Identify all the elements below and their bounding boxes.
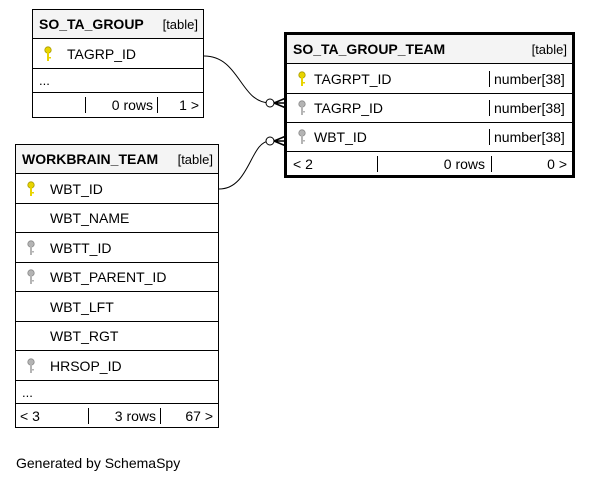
generated-by-credit: Generated by SchemaSpy: [16, 455, 181, 471]
column-name: HRSOP_ID: [50, 357, 122, 374]
column-name: WBT_RGT: [50, 328, 119, 344]
table-so-ta-group[interactable]: SO_TA_GROUP [table] TAGRP_ID ... 0 rows …: [32, 9, 204, 118]
column-row[interactable]: WBT_ID: [16, 174, 218, 204]
ellipsis: ...: [39, 73, 50, 88]
column-name: WBT_ID: [50, 180, 103, 197]
primary-key-icon: [27, 180, 35, 196]
foreign-key-icon: [27, 357, 35, 373]
relation-tagrp-to-team: [203, 55, 271, 104]
column-row[interactable]: TAGRPT_ID number[38]: [287, 64, 572, 94]
table-kind: [table]: [162, 16, 198, 32]
column-row[interactable]: WBT_RGT: [16, 322, 218, 351]
column-type: number[38]: [494, 70, 565, 87]
ellipsis: ...: [22, 384, 33, 400]
table-footer: 0 rows 1 >: [33, 93, 203, 117]
more-columns: ...: [33, 69, 203, 93]
foreign-key-icon: [27, 239, 35, 255]
table-name: WORKBRAIN_TEAM: [22, 151, 159, 167]
primary-key-icon: [44, 45, 52, 61]
table-footer: < 2 0 rows 0 >: [287, 152, 572, 175]
foreign-key-icon: [298, 100, 306, 115]
primary-key-icon: [298, 70, 306, 86]
column-row[interactable]: TAGRP_ID number[38]: [287, 94, 572, 123]
column-row[interactable]: HRSOP_ID: [16, 351, 218, 381]
column-row[interactable]: WBTT_ID: [16, 233, 218, 263]
zero-many-marker-tagrp: [265, 98, 275, 108]
foreign-key-icon: [27, 269, 35, 284]
column-type: number[38]: [494, 100, 565, 116]
table-workbrain-team[interactable]: WORKBRAIN_TEAM [table] WBT_ID WBT_NAME W…: [15, 144, 219, 428]
table-kind: [table]: [177, 151, 213, 167]
column-name: WBTT_ID: [50, 239, 112, 256]
footer-prev[interactable]: < 2: [293, 155, 313, 172]
column-row[interactable]: WBT_PARENT_ID: [16, 263, 218, 292]
table-header: SO_TA_GROUP [table]: [33, 10, 203, 39]
footer-next[interactable]: 1 >: [157, 97, 203, 113]
table-header: WORKBRAIN_TEAM [table]: [16, 145, 218, 174]
column-row[interactable]: TAGRP_ID: [33, 39, 203, 69]
table-kind: [table]: [531, 41, 567, 57]
zero-many-marker-wbt: [265, 136, 275, 146]
column-type: number[38]: [494, 129, 565, 145]
relation-workbrain-to-team: [218, 140, 271, 190]
column-row[interactable]: WBT_LFT: [16, 292, 218, 322]
table-name: SO_TA_GROUP: [39, 16, 144, 32]
column-row[interactable]: WBT_NAME: [16, 204, 218, 233]
more-columns: ...: [16, 381, 218, 404]
row-count: 0 rows: [85, 97, 157, 113]
table-so-ta-group-team[interactable]: SO_TA_GROUP_TEAM [table] TAGRPT_ID numbe…: [284, 32, 575, 178]
row-count: 0 rows: [377, 155, 491, 172]
column-name: WBT_LFT: [50, 298, 114, 315]
row-count: 3 rows: [88, 407, 160, 424]
column-name: WBT_NAME: [50, 210, 130, 226]
footer-next[interactable]: 67 >: [160, 407, 218, 424]
footer-next[interactable]: 0 >: [491, 155, 572, 172]
footer-prev[interactable]: < 3: [20, 407, 40, 424]
column-row[interactable]: WBT_ID number[38]: [287, 123, 572, 152]
table-header: SO_TA_GROUP_TEAM [table]: [287, 35, 572, 64]
column-name: WBT_PARENT_ID: [50, 269, 167, 285]
foreign-key-icon: [298, 129, 306, 144]
column-name: TAGRP_ID: [314, 100, 383, 116]
column-name: TAGRP_ID: [67, 45, 136, 62]
table-name: SO_TA_GROUP_TEAM: [293, 41, 446, 57]
table-footer: < 3 3 rows 67 >: [16, 404, 218, 427]
column-name: TAGRPT_ID: [314, 70, 392, 87]
column-name: WBT_ID: [314, 129, 367, 145]
